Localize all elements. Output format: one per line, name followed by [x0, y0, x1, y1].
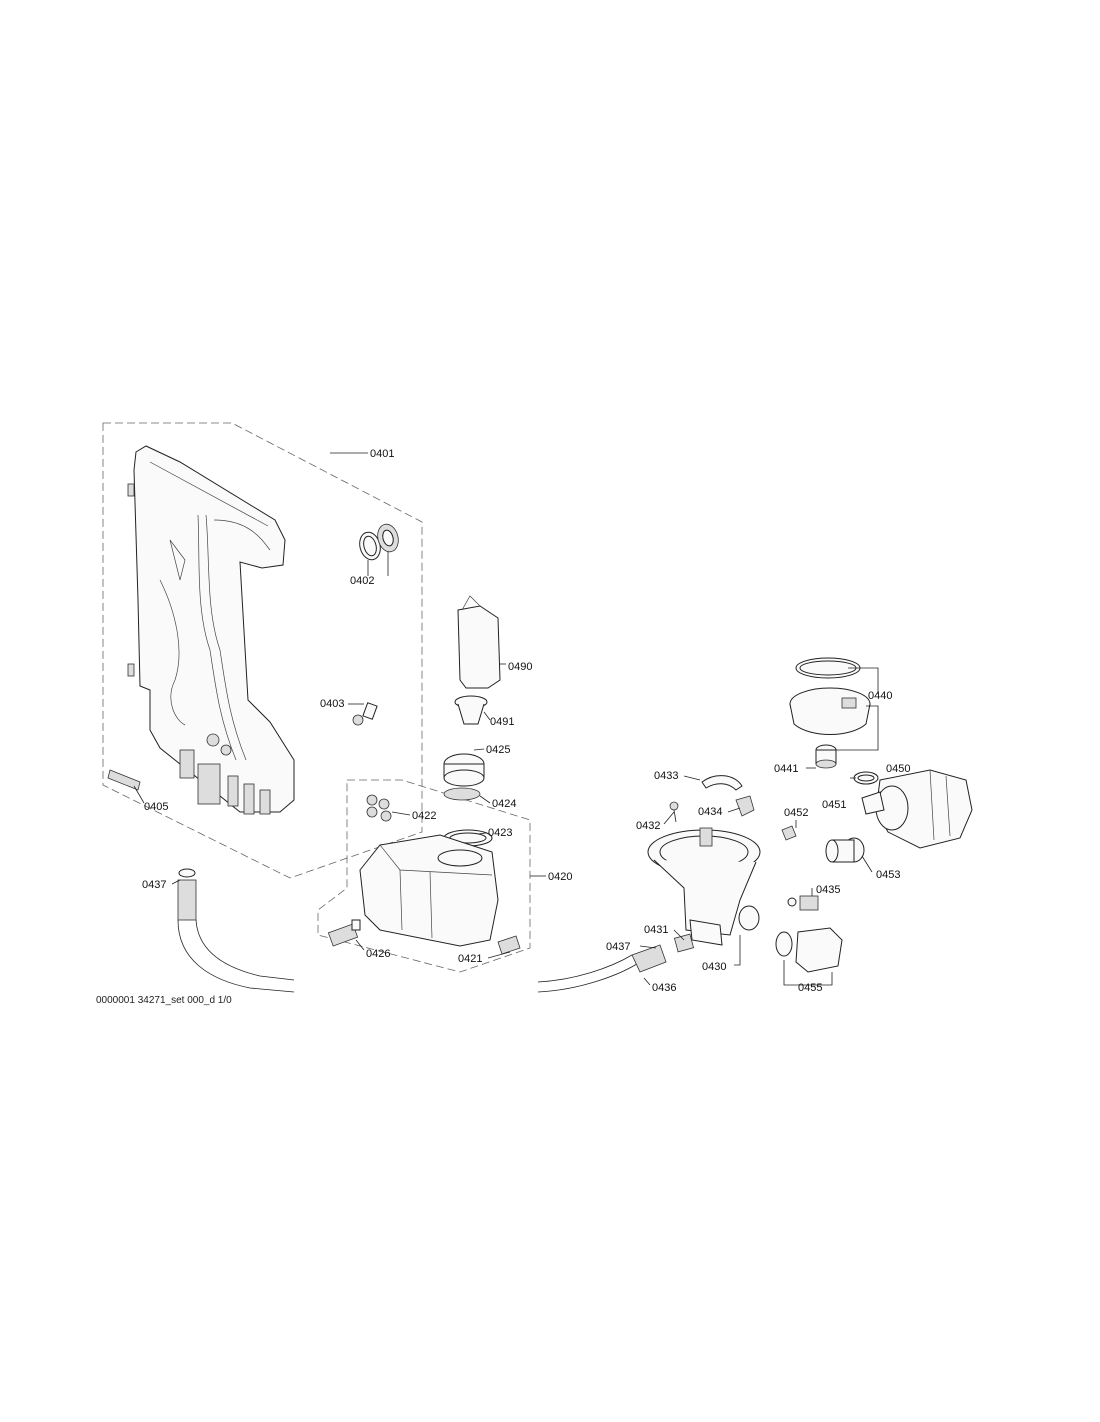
seals-set-part	[366, 794, 392, 822]
drain-hose-part	[177, 868, 667, 993]
label-0436: 0436	[652, 982, 676, 994]
connector-part	[327, 919, 361, 947]
label-0440: 0440	[868, 690, 892, 702]
leader-lines	[133, 452, 879, 986]
lid-part	[443, 753, 485, 787]
document-id-footer: 0000001 34271_set 000_d 1/0	[96, 995, 232, 1006]
cap-part	[454, 695, 488, 725]
heater-housing-part	[789, 687, 871, 735]
label-0430: 0430	[702, 961, 726, 973]
label-0451: 0451	[822, 799, 846, 811]
gasket-part	[781, 825, 797, 841]
label-0491: 0491	[490, 716, 514, 728]
clip-part	[107, 769, 141, 791]
side-panel-part	[127, 445, 295, 815]
label-0455: 0455	[798, 982, 822, 994]
clip-small-part	[497, 935, 521, 955]
label-0490: 0490	[508, 661, 532, 673]
hose-clamp-part	[853, 771, 879, 785]
pump-motor-part	[861, 769, 973, 849]
ring-part	[443, 787, 481, 801]
label-0453: 0453	[876, 869, 900, 881]
sensor-part	[815, 744, 837, 769]
label-0434: 0434	[698, 806, 722, 818]
label-0435: 0435	[816, 884, 840, 896]
seal-rings-part	[359, 523, 399, 561]
pipe-connector-part	[825, 837, 865, 863]
group-outline-0401	[102, 422, 423, 879]
valve-ring-part	[673, 933, 695, 953]
drain-valve-part	[787, 895, 819, 911]
label-0420: 0420	[548, 871, 572, 883]
softener-unit-part	[359, 834, 499, 947]
label-0424: 0424	[492, 798, 516, 810]
label-0441: 0441	[774, 763, 798, 775]
sump-part	[647, 827, 761, 946]
label-0401: 0401	[370, 448, 394, 460]
label-0431: 0431	[644, 924, 668, 936]
label-0425: 0425	[486, 744, 510, 756]
label-0452: 0452	[784, 807, 808, 819]
funnel-part	[457, 595, 501, 689]
label-0432: 0432	[636, 820, 660, 832]
heater-ring-part	[795, 657, 861, 679]
label-0450: 0450	[886, 763, 910, 775]
label-0437-right: 0437	[606, 941, 630, 953]
label-0433: 0433	[654, 770, 678, 782]
bracket-part	[735, 795, 755, 817]
screw-part	[669, 801, 679, 823]
label-0421: 0421	[458, 953, 482, 965]
label-0423: 0423	[488, 827, 512, 839]
label-0437-left: 0437	[142, 879, 166, 891]
small-valve-part	[352, 702, 378, 726]
label-0405: 0405	[144, 801, 168, 813]
label-0402: 0402	[350, 575, 374, 587]
drain-pump-part	[775, 927, 843, 973]
filter-cup-part	[701, 775, 743, 791]
label-0426: 0426	[366, 948, 390, 960]
label-0422: 0422	[412, 810, 436, 822]
label-0403: 0403	[320, 698, 344, 710]
